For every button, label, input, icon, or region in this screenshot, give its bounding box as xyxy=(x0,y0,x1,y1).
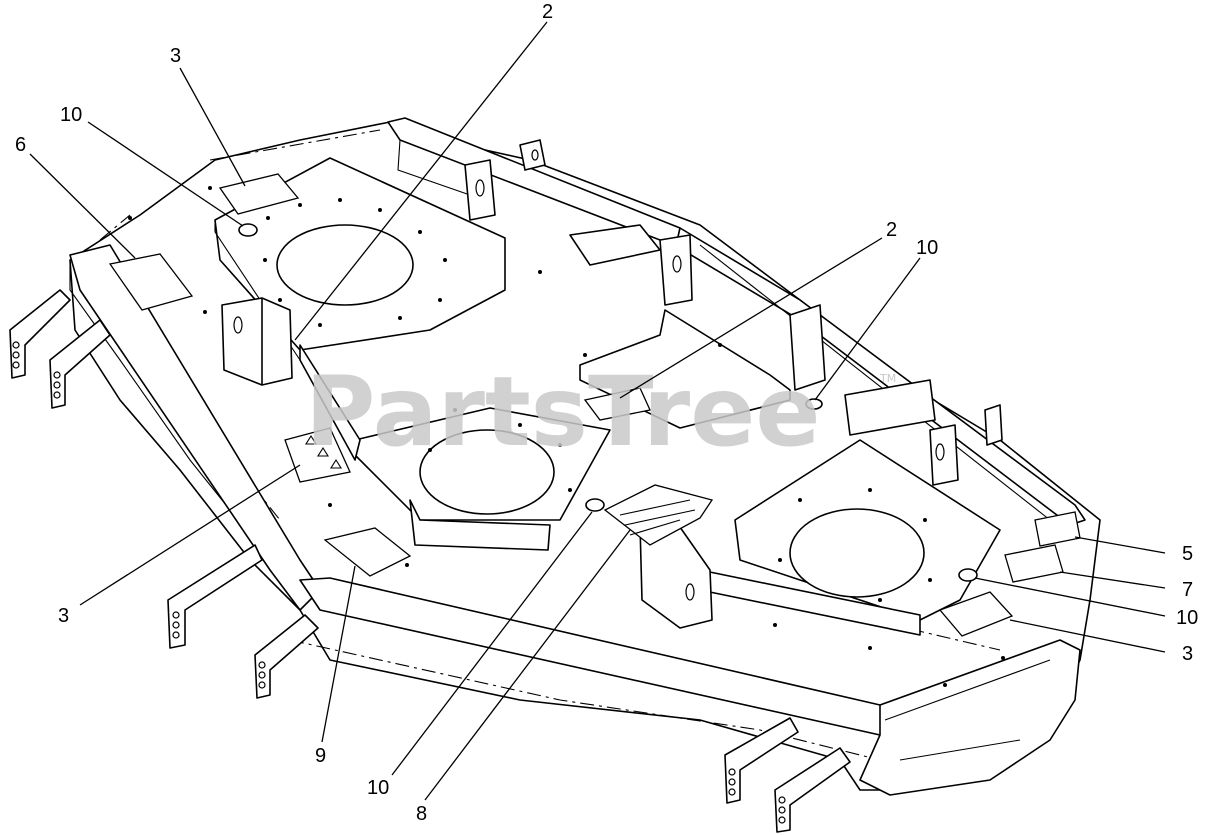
watermark-trademark: TM xyxy=(879,372,896,385)
callout-10-topright: 10 xyxy=(916,237,938,259)
callout-3-topleft: 3 xyxy=(170,45,181,67)
decal-9 xyxy=(323,527,412,577)
callout-6: 6 xyxy=(15,134,26,156)
callout-10-topleft: 10 xyxy=(60,104,82,126)
callout-2-top: 2 xyxy=(542,1,553,23)
callout-9: 9 xyxy=(315,745,326,767)
warning-discs xyxy=(238,223,978,582)
spindle-plate-left xyxy=(214,157,506,361)
bolt-dots xyxy=(128,186,1005,687)
callout-8: 8 xyxy=(416,803,427,825)
callout-3-right: 3 xyxy=(1182,643,1193,665)
decal-3-top xyxy=(218,173,300,215)
front-rail xyxy=(69,244,1081,796)
watermark: PartsTree TM xyxy=(305,356,896,468)
rear-rail xyxy=(387,117,1086,526)
callout-10-right: 10 xyxy=(1176,607,1198,629)
callout-5: 5 xyxy=(1182,543,1193,565)
decals xyxy=(108,173,1081,637)
spindle-plate-right xyxy=(699,439,1001,636)
callout-labels: 2 3 10 6 2 10 5 7 10 3 3 9 10 8 xyxy=(15,1,1198,825)
decal-3-right xyxy=(938,591,1014,637)
callout-3-left: 3 xyxy=(58,605,69,627)
callout-2-right: 2 xyxy=(886,219,897,241)
watermark-text: PartsTree xyxy=(305,356,820,468)
callout-10-bottom: 10 xyxy=(367,777,389,799)
caster-arms xyxy=(9,289,851,833)
decal-6 xyxy=(108,253,194,311)
leader-lines xyxy=(29,21,1166,801)
decal-2-center xyxy=(583,387,651,421)
callout-7: 7 xyxy=(1182,579,1193,601)
spindle-plate-center xyxy=(349,407,611,551)
decal-8 xyxy=(603,484,714,546)
idler-brackets xyxy=(221,297,713,629)
